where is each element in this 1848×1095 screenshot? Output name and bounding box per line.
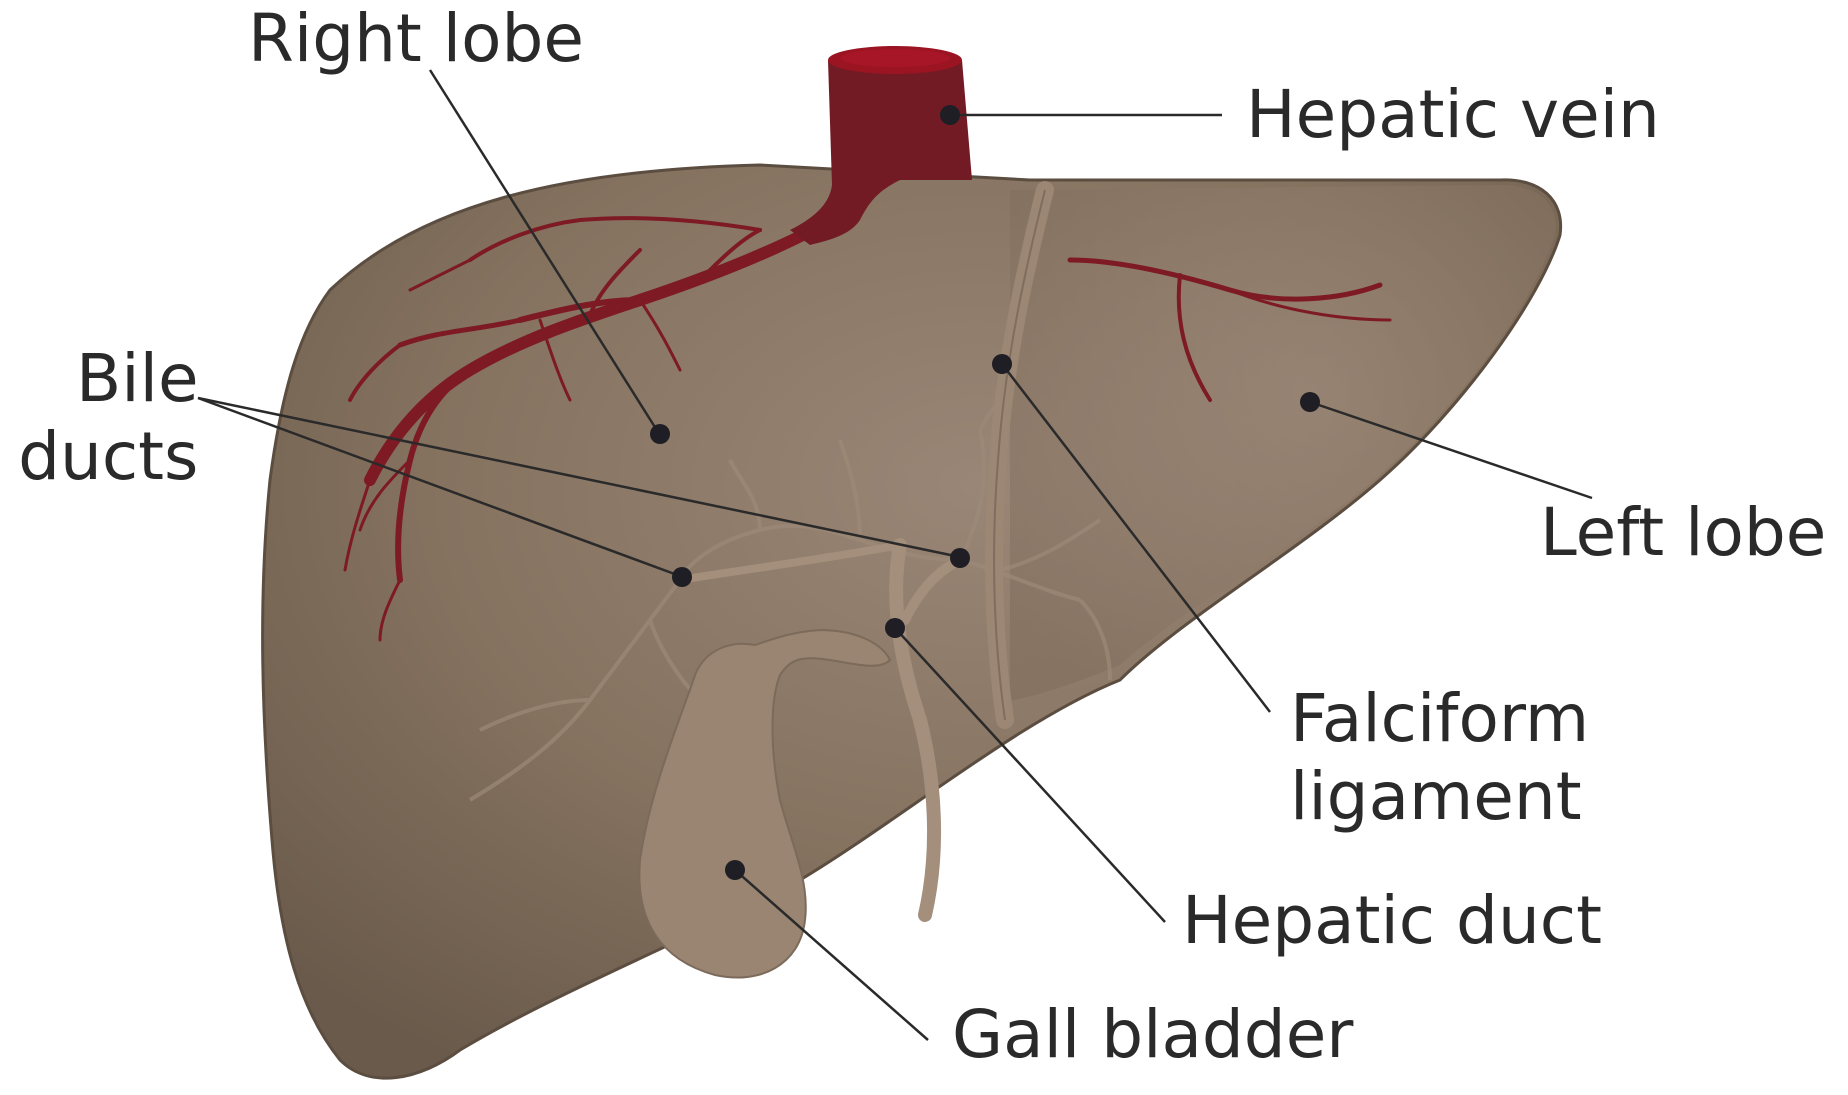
dot-hepatic-duct [885, 618, 905, 638]
dot-bile-duct-1 [672, 567, 692, 587]
dot-left-lobe [1300, 392, 1320, 412]
right-lobe-label: Right lobe [248, 0, 584, 78]
dot-gall-bladder [725, 860, 745, 880]
gall-bladder-label: Gall bladder [952, 996, 1353, 1074]
hepatic-vein-label: Hepatic vein [1246, 76, 1660, 154]
falciform-ligament-label: Falciform ligament [1290, 680, 1589, 836]
bile-ducts-label: Bile ducts [18, 340, 199, 496]
hepatic-duct-label: Hepatic duct [1182, 882, 1602, 960]
dot-bile-duct-2 [950, 548, 970, 568]
dot-falciform [992, 354, 1012, 374]
left-lobe-label: Left lobe [1540, 494, 1826, 572]
dot-hepatic-vein [940, 105, 960, 125]
dot-right-lobe [650, 424, 670, 444]
